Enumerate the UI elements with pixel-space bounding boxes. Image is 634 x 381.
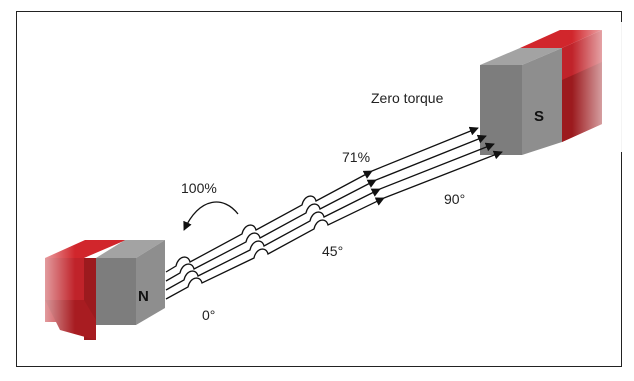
zero-torque-label: Zero torque [371, 90, 444, 106]
full-torque-label: 100% [181, 180, 217, 196]
field-line-2b [375, 134, 487, 181]
south-cube-side [522, 48, 562, 155]
field-line-1b [371, 126, 479, 172]
south-magnet: S [480, 22, 624, 155]
rotation-arrow [183, 201, 239, 231]
partial-torque-label: 71% [342, 149, 370, 165]
south-cube-front [480, 65, 522, 155]
angle-0-label: 0° [202, 307, 215, 323]
north-magnet: N [20, 236, 165, 351]
north-pole-label: N [138, 288, 149, 305]
south-cube-top [480, 48, 562, 65]
south-fade [572, 22, 624, 152]
south-pole-label: S [534, 108, 544, 125]
field-lines [165, 126, 503, 300]
north-cube-side [136, 240, 165, 325]
north-fade [20, 236, 75, 351]
field-line-2 [165, 179, 377, 282]
field-line-3 [165, 188, 381, 291]
field-line-4b [383, 150, 503, 199]
north-cube-front [96, 258, 136, 325]
angle-45-label: 45° [322, 243, 343, 259]
field-line-4 [165, 197, 385, 300]
field-line-3b [379, 142, 495, 190]
angle-90-label: 90° [444, 191, 465, 207]
field-line-1 [165, 170, 373, 273]
north-cube-top [96, 240, 165, 258]
